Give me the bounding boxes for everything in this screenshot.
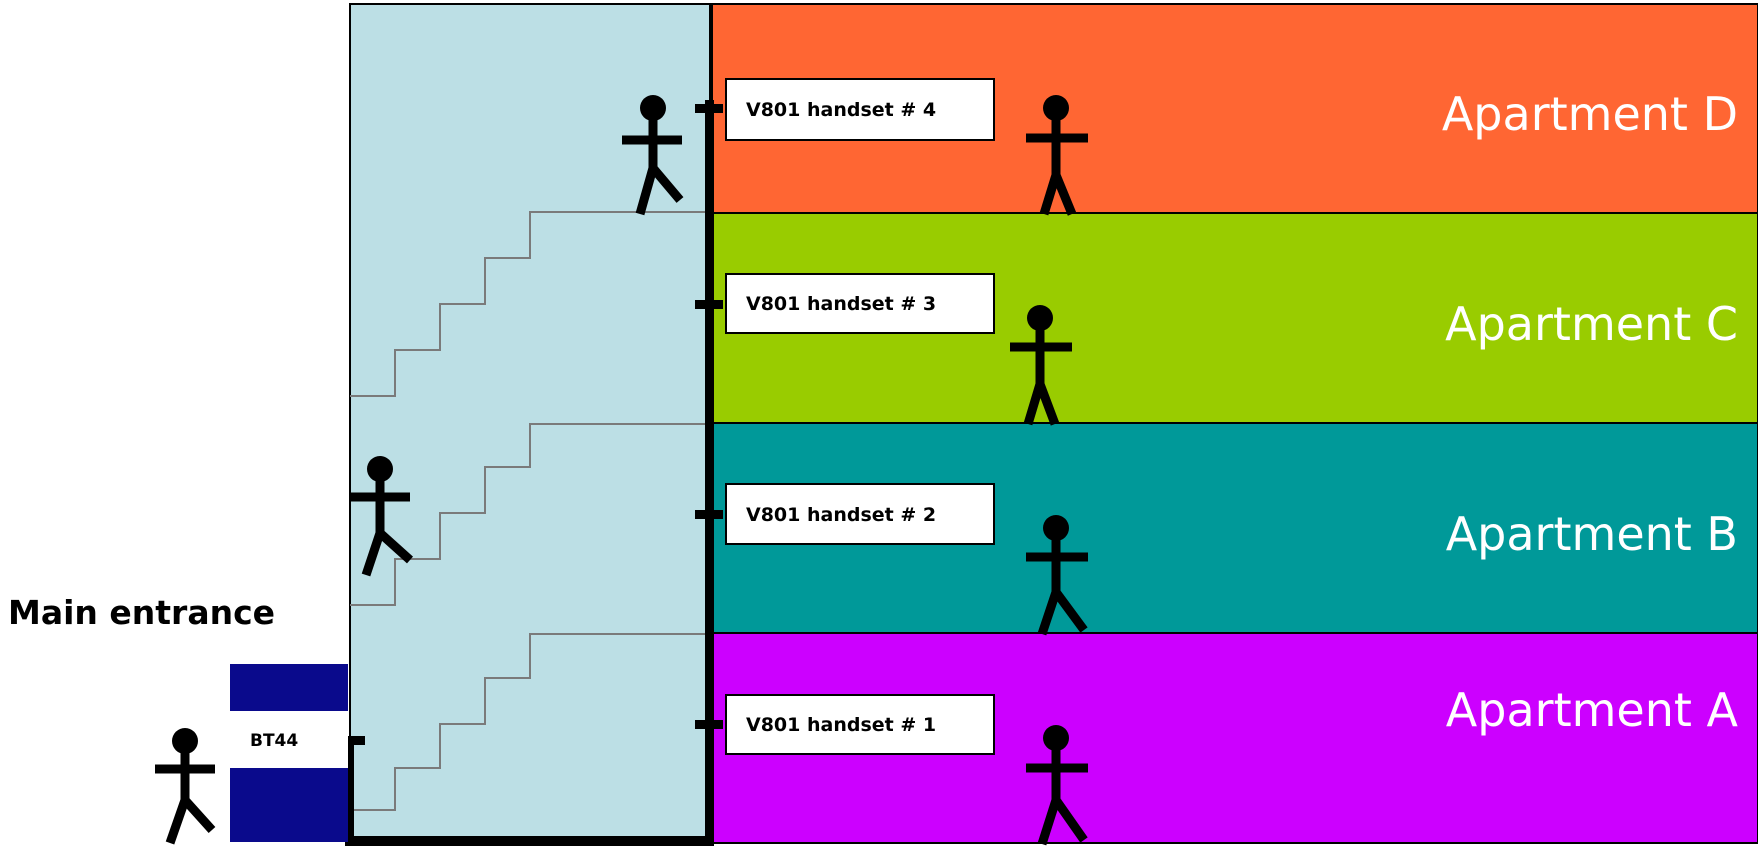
ground-cable bbox=[345, 836, 714, 846]
person-icon bbox=[155, 728, 216, 845]
bt44-label: BT44 bbox=[250, 731, 298, 751]
handset-1-label: V801 handset # 1 bbox=[746, 714, 936, 736]
handset-2-tick bbox=[695, 510, 723, 519]
apartment-b-label: Apartment B bbox=[1446, 507, 1738, 561]
apartment-d-label: Apartment D bbox=[1442, 87, 1738, 141]
handset-1-tick bbox=[695, 720, 723, 729]
entrance-tick bbox=[335, 736, 365, 745]
bt44-label-box bbox=[230, 711, 348, 768]
handset-3-box bbox=[725, 273, 995, 334]
intercom-wiring bbox=[335, 100, 723, 846]
person-icon bbox=[1026, 515, 1088, 636]
entrance-cable bbox=[345, 738, 354, 846]
person-icon bbox=[1010, 305, 1072, 426]
handset-2-box bbox=[725, 483, 995, 545]
handset-4-box bbox=[725, 78, 995, 141]
handset-4-label: V801 handset # 4 bbox=[746, 99, 936, 121]
person-icon bbox=[1026, 95, 1088, 216]
person-icon bbox=[622, 95, 684, 216]
handset-4: V801 handset # 4 bbox=[725, 78, 995, 141]
handset-3-tick bbox=[695, 300, 723, 309]
handset-2-label: V801 handset # 2 bbox=[746, 504, 936, 526]
apartment-c-label: Apartment C bbox=[1445, 297, 1738, 351]
person-icon bbox=[1026, 725, 1088, 846]
handset-4-tick bbox=[695, 104, 723, 113]
handset-2: V801 handset # 2 bbox=[725, 483, 995, 545]
handset-1-box bbox=[725, 694, 995, 755]
handset-1: V801 handset # 1 bbox=[725, 694, 995, 755]
handset-3: V801 handset # 3 bbox=[725, 273, 995, 334]
riser-cable bbox=[705, 100, 714, 846]
person-icon bbox=[350, 456, 414, 577]
apartment-a-label: Apartment A bbox=[1446, 683, 1739, 737]
staircase bbox=[350, 211, 710, 811]
main-entrance-label: Main entrance bbox=[8, 593, 275, 632]
handset-3-label: V801 handset # 3 bbox=[746, 293, 936, 315]
